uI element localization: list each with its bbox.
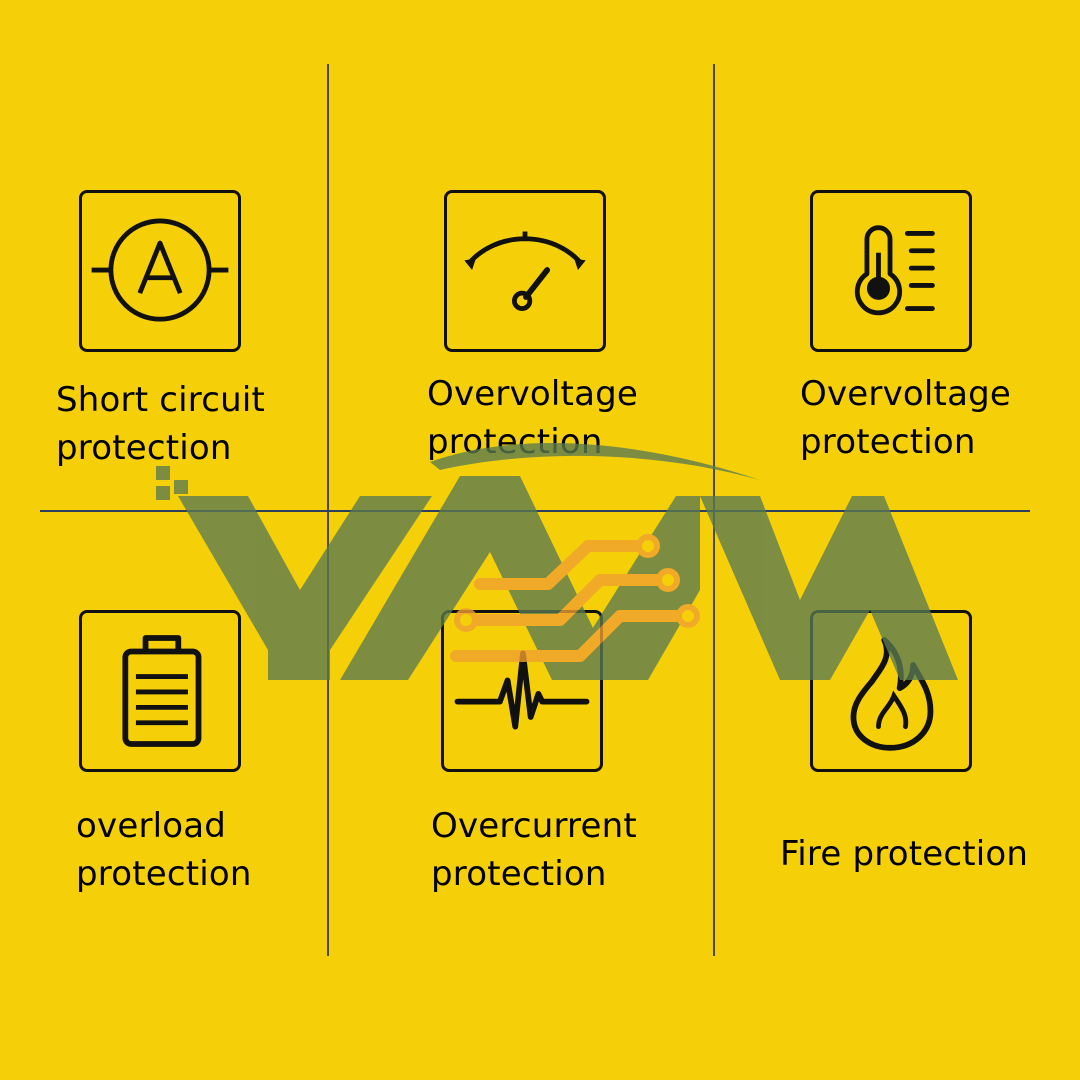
feature-label: overload protection: [76, 802, 252, 898]
feature-label-line: Overvoltage: [427, 374, 639, 414]
feature-label: Short circuit protection: [56, 376, 265, 472]
battery-icon-tile: [79, 610, 241, 772]
feature-label: Fire protection: [780, 830, 1028, 878]
gauge-icon: [464, 231, 586, 311]
feature-label-line: protection: [800, 422, 976, 462]
pulse-icon: [454, 650, 590, 730]
feature-label-line: protection: [427, 422, 603, 462]
feature-label: Overvoltage protection: [427, 370, 638, 466]
flame-icon: [850, 637, 934, 751]
feature-label-line: Short circuit: [56, 380, 266, 420]
feature-label-line: protection: [56, 428, 232, 468]
feature-label-line: Overcurrent: [431, 806, 637, 846]
feature-label-line: protection: [76, 854, 252, 894]
feature-label-line: Fire protection: [780, 834, 1029, 874]
feature-label-line: protection: [431, 854, 607, 894]
battery-icon: [122, 635, 202, 747]
thermometer-icon: [854, 225, 935, 316]
row-divider: [40, 510, 1030, 512]
thermometer-icon-tile: [810, 190, 972, 352]
ammeter-icon: [91, 218, 229, 322]
pulse-icon-tile: [441, 610, 603, 772]
feature-label: Overvoltage protection: [800, 370, 1011, 466]
feature-label-line: Overvoltage: [800, 374, 1012, 414]
feature-label: Overcurrent protection: [431, 802, 637, 898]
gauge-icon-tile: [444, 190, 606, 352]
ammeter-icon-tile: [79, 190, 241, 352]
feature-label-line: overload: [76, 806, 227, 846]
flame-icon-tile: [810, 610, 972, 772]
